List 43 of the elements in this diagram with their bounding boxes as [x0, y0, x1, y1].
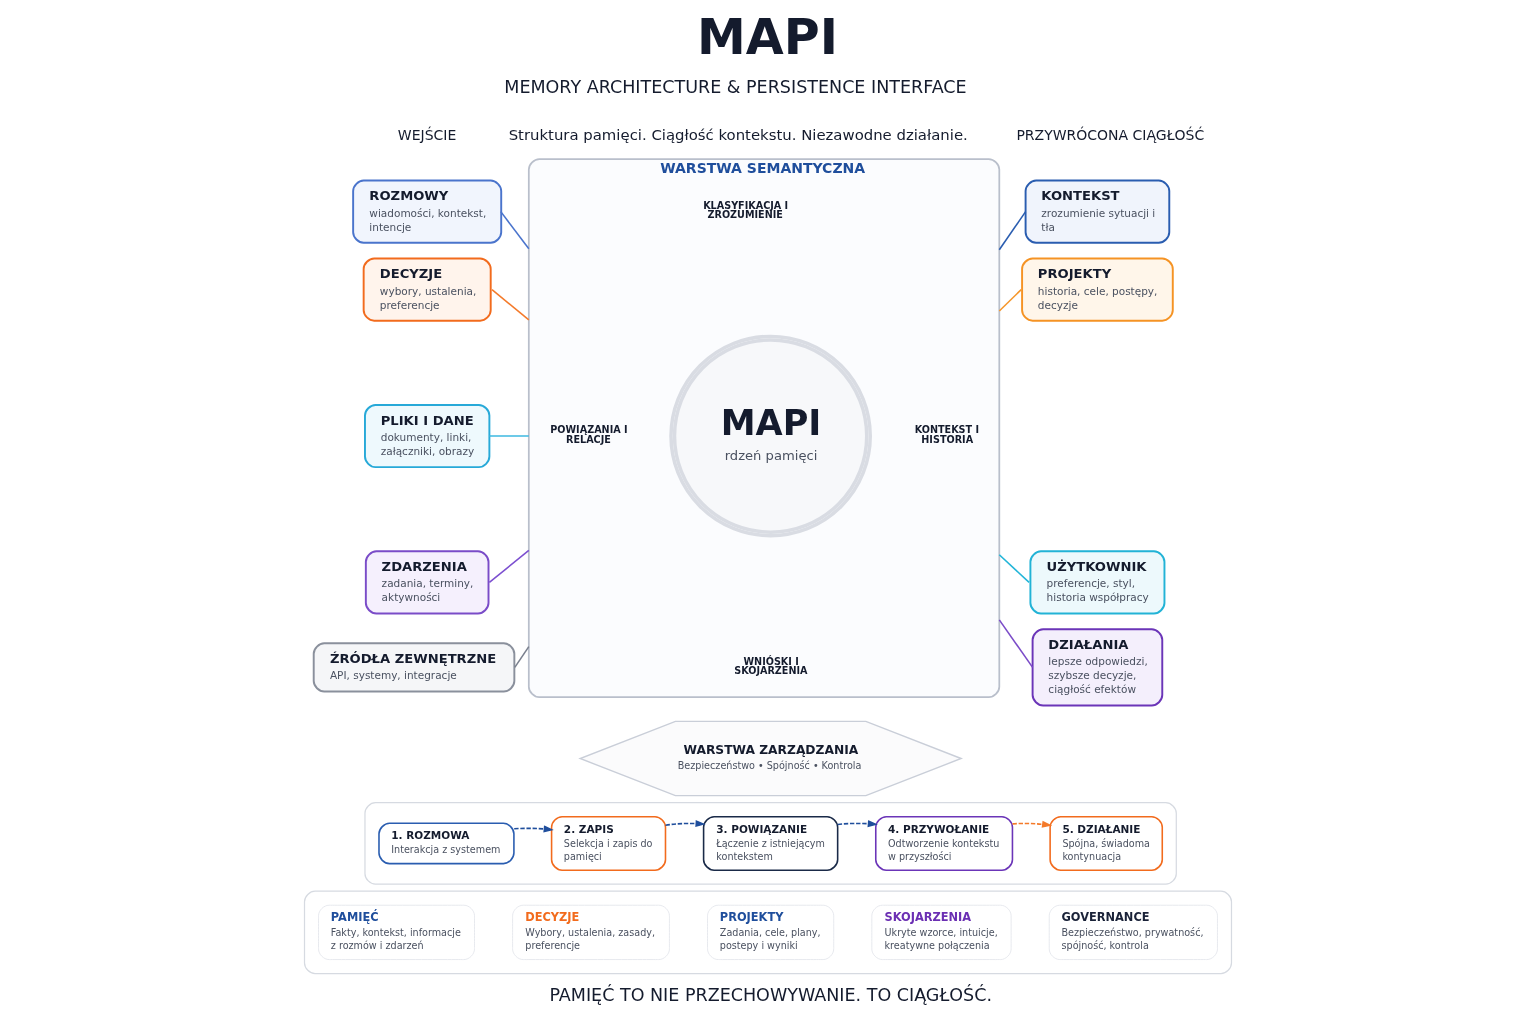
arrow [1011, 820, 1053, 828]
connector [998, 554, 1030, 584]
node-box: ROZMOWY wiadomości, kontekst, intencje [352, 179, 503, 244]
node-box: DECYZJE wybory, ustalenia, preferencje [362, 257, 492, 322]
node-box: GOVERNANCE Bezpieczeństwo, prywatność, spójność, kontrola [1048, 904, 1218, 960]
arrow [664, 819, 706, 828]
node-box: PAMIĘĆ Fakty, kontekst, informacje z rozmów i zdarzeń [318, 904, 475, 960]
caption: PAMIĘĆ TO NIE PRZECHOWYWANIE. TO CIĄGŁOŚĆ. [549, 984, 992, 1005]
connector [998, 288, 1022, 312]
node-box: PROJEKTY historia, cele, postępy, decyzje [1021, 257, 1174, 322]
node-box: UŻYTKOWNIK preferencje, styl, historia współpracy [1029, 550, 1166, 615]
connector [491, 288, 530, 321]
node-box: SKOJARZENIA Ukryte wzorce, intuicje, kreatywne połączenia [871, 904, 1012, 960]
connector [514, 645, 530, 669]
connector [998, 619, 1034, 669]
node-box: 2. ZAPIS Selekcja i zapis do pamięci [550, 815, 667, 871]
label: WNIÓSKI I SKOJARZENIA [734, 655, 808, 677]
node-box: PLIKI I DANE dokumenty, linki, załączniki, obrazy [364, 403, 491, 469]
label: WEJŚCIE [397, 126, 457, 143]
cluster [303, 890, 1233, 975]
node-box: PROJEKTY Zadania, cele, plany, postepy i wyniki [707, 904, 835, 960]
arrow [836, 820, 878, 828]
node-box: 5. DZIAŁANIE Spójna, świadoma kontynuacja [1049, 815, 1164, 871]
node-box: 1. ROZMOWA Interakcja z systemem [378, 822, 515, 865]
connector [488, 435, 530, 437]
label: POWIĄZANIA I RELACJE [550, 424, 628, 445]
node-box: ŹRÓDŁA ZEWNĘTRZNE API, systemy, integracje [312, 642, 516, 693]
diagram-title: MAPI [697, 7, 838, 66]
connector [998, 210, 1027, 251]
arrow [513, 825, 554, 833]
label: Struktura pamięci. Ciągłość kontekstu. Niezawodne działanie. [508, 125, 968, 144]
node-box: 4. PRZYWOŁANIE Odtworzenie kontekstu w przyszłości [875, 815, 1014, 871]
label: MEMORY ARCHITECTURE & PERSISTENCE INTERFACE [504, 77, 967, 98]
label: KLASYFIKACJA I ZROZUMIENIE [703, 199, 789, 221]
label: PRZYWRÓCONA CIĄGŁOŚĆ [1016, 126, 1205, 143]
connector [488, 549, 530, 584]
cluster [364, 802, 1177, 885]
label: KONTEKST I HISTORIA [914, 424, 980, 445]
node-box: DZIAŁANIA lepsze odpowiedzi, szybsze decyzje, ciągłość efektów [1031, 628, 1164, 707]
connector [499, 210, 530, 250]
node-box: 3. POWIĄZANIE Łączenie z istniejącym kontekstem [702, 815, 839, 871]
node-box: ZDARZENIA zadania, terminy, aktywności [364, 550, 490, 615]
node-box: KONTEKST zrozumienie sytuacji i tła [1024, 179, 1171, 244]
